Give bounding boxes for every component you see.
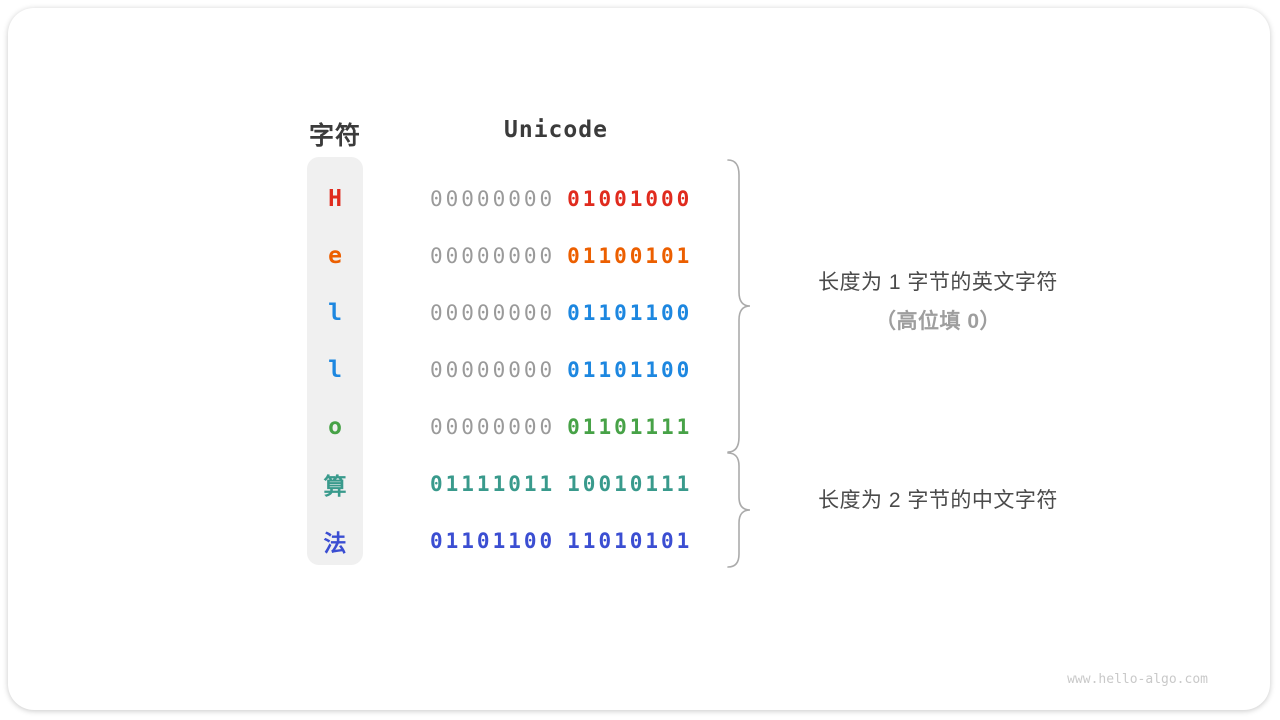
unicode-binary: 00000000 01100101 xyxy=(430,244,692,268)
character-column-background xyxy=(307,157,363,565)
column-header-unicode: Unicode xyxy=(504,117,608,143)
unicode-high-byte: 00000000 xyxy=(430,244,556,268)
unicode-low-byte: 10010111 xyxy=(567,472,693,496)
unicode-high-byte: 00000000 xyxy=(430,187,556,211)
unicode-high-byte: 01111011 xyxy=(430,472,556,496)
table-row: e 00000000 01100101 xyxy=(307,233,692,279)
column-header-character: 字符 xyxy=(309,122,362,150)
annotation-1byte: 长度为 1 字节的英文字符 （高位填 0） xyxy=(748,263,1128,341)
unicode-binary: 00000000 01101100 xyxy=(430,358,692,382)
table-row: o 00000000 01101111 xyxy=(307,404,692,450)
character-cell: l xyxy=(328,357,342,383)
unicode-low-byte: 01101100 xyxy=(567,358,693,382)
unicode-binary: 01111011 10010111 xyxy=(430,472,692,496)
character-cell: l xyxy=(328,300,342,326)
unicode-high-byte: 00000000 xyxy=(430,415,556,439)
brace-2byte-group xyxy=(727,452,751,568)
table-row: 法 01101100 11010101 xyxy=(307,518,692,564)
watermark: www.hello-algo.com xyxy=(1067,672,1208,687)
unicode-binary: 00000000 01101111 xyxy=(430,415,692,439)
unicode-high-byte: 01101100 xyxy=(430,529,556,553)
annotation-2byte-line1: 长度为 2 字节的中文字符 xyxy=(818,489,1058,512)
unicode-high-byte: 00000000 xyxy=(430,301,556,325)
character-cell: 算 xyxy=(323,474,347,500)
character-cell: H xyxy=(328,186,342,212)
diagram-card: 字符 Unicode H 00000000 01001000 e 00000000… xyxy=(8,8,1270,710)
table-row: 算 01111011 10010111 xyxy=(307,461,692,507)
annotation-2byte: 长度为 2 字节的中文字符 xyxy=(748,481,1128,520)
unicode-binary: 00000000 01001000 xyxy=(430,187,692,211)
unicode-low-byte: 01100101 xyxy=(567,244,693,268)
unicode-binary: 00000000 01101100 xyxy=(430,301,692,325)
table-row: l 00000000 01101100 xyxy=(307,347,692,393)
unicode-low-byte: 01001000 xyxy=(567,187,693,211)
unicode-low-byte: 01101111 xyxy=(567,415,693,439)
unicode-high-byte: 00000000 xyxy=(430,358,556,382)
character-cell: e xyxy=(328,243,342,269)
table-row: H 00000000 01001000 xyxy=(307,176,692,222)
character-cell: 法 xyxy=(323,531,347,557)
brace-1byte-group xyxy=(727,159,751,453)
unicode-low-byte: 01101100 xyxy=(567,301,693,325)
table-row: l 00000000 01101100 xyxy=(307,290,692,336)
character-cell: o xyxy=(328,414,342,440)
annotation-1byte-line1: 长度为 1 字节的英文字符 xyxy=(818,271,1058,294)
unicode-low-byte: 11010101 xyxy=(567,529,693,553)
unicode-binary: 01101100 11010101 xyxy=(430,529,692,553)
annotation-1byte-line2: （高位填 0） xyxy=(874,310,1001,333)
